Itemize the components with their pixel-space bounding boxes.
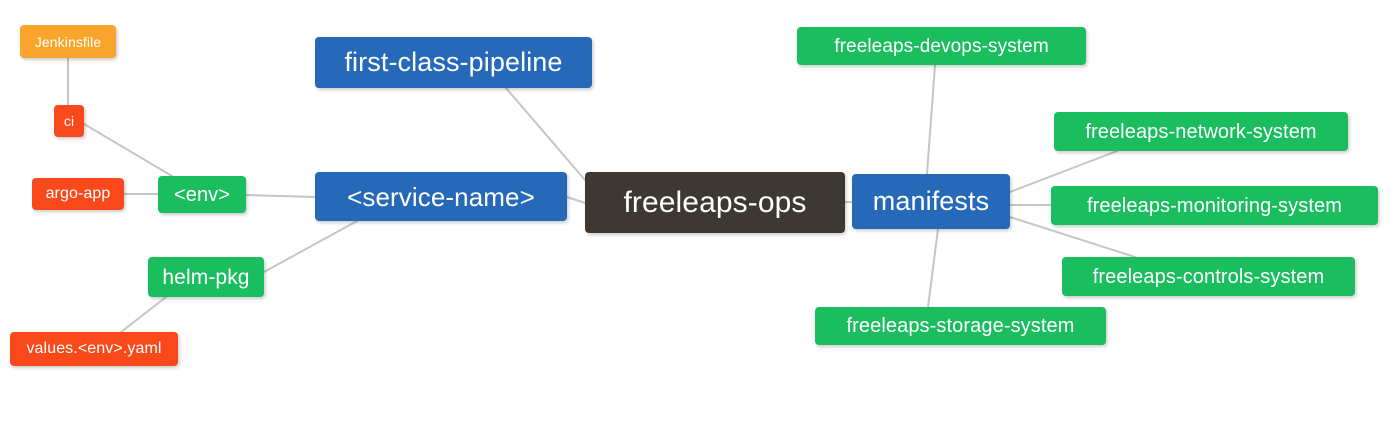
edge-manifests-to-storage (927, 228, 939, 308)
node-storage[interactable]: freeleaps-storage-system (815, 307, 1106, 345)
edge-service-to-helm (263, 220, 358, 273)
node-argo[interactable]: argo-app (32, 178, 124, 210)
node-helm[interactable]: helm-pkg (148, 257, 264, 297)
node-values[interactable]: values.<env>.yaml (10, 332, 178, 366)
node-root[interactable]: freeleaps-ops (585, 172, 845, 233)
node-env[interactable]: <env> (158, 176, 246, 213)
node-devops[interactable]: freeleaps-devops-system (797, 27, 1086, 65)
edge-manifests-to-devops (926, 64, 936, 175)
node-network[interactable]: freeleaps-network-system (1054, 112, 1348, 151)
edge-root-to-pipeline (505, 87, 586, 181)
node-monitoring[interactable]: freeleaps-monitoring-system (1051, 186, 1378, 225)
node-pipeline[interactable]: first-class-pipeline (315, 37, 592, 88)
edge-helm-to-values (120, 296, 167, 333)
edge-env-to-ci (83, 123, 173, 177)
edge-root-to-service (566, 196, 586, 204)
node-ci[interactable]: ci (54, 105, 84, 137)
node-jenkins[interactable]: Jenkinsfile (20, 25, 116, 58)
node-controls[interactable]: freeleaps-controls-system (1062, 257, 1355, 296)
edge-service-to-env (245, 194, 316, 198)
node-service[interactable]: <service-name> (315, 172, 567, 221)
node-manifests[interactable]: manifests (852, 174, 1010, 229)
